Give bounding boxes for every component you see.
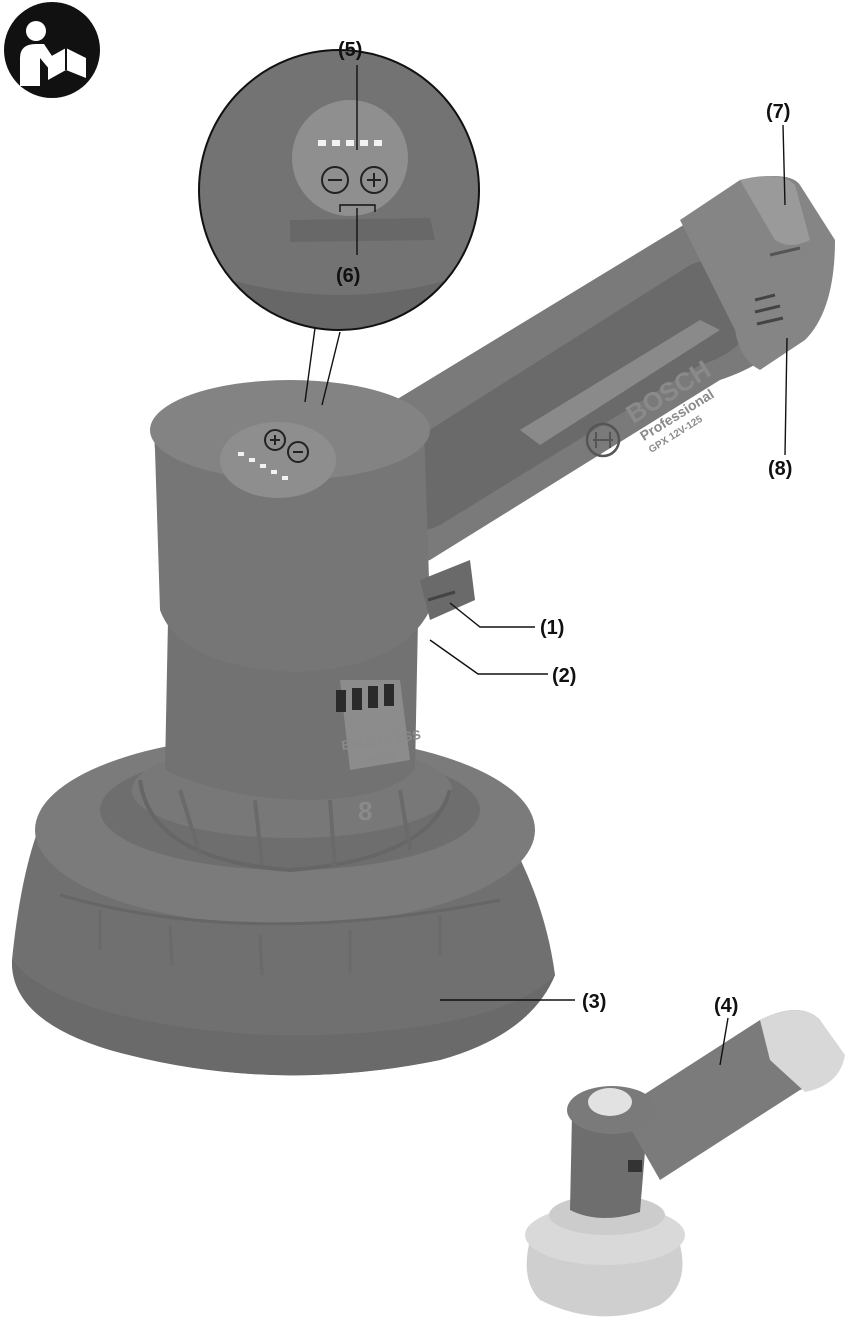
read-manual-icon — [4, 2, 100, 98]
power-tool-main: BRUSHLESS MOTOR 8 BOSCH Professional GPX… — [11, 176, 835, 1076]
callout-6: (6) — [336, 265, 360, 287]
tool-head — [150, 380, 430, 672]
callout-7: (7) — [766, 101, 790, 123]
callout-1: (1) — [540, 617, 564, 639]
leader-lines — [339, 65, 788, 1066]
callout-labels: (5) (6) (7) (8) (1) (2) (3) (4) — [336, 39, 792, 1017]
tool-handle: BOSCH Professional GPX 12V-125 — [330, 200, 800, 567]
callout-3: (3) — [582, 991, 606, 1013]
callout-4: (4) — [714, 995, 738, 1017]
speed-setting-number: 8 — [358, 796, 372, 826]
motor-label-bottom: MOTOR — [365, 752, 396, 765]
battery-pack — [680, 176, 835, 370]
bosch-logo-icon — [585, 422, 621, 458]
detail-inset — [198, 49, 480, 406]
callout-2: (2) — [552, 665, 576, 687]
callout-8: (8) — [768, 458, 792, 480]
on-off-switch — [420, 560, 475, 620]
callout-5: (5) — [338, 39, 362, 61]
small-tool-reference — [525, 1010, 845, 1317]
